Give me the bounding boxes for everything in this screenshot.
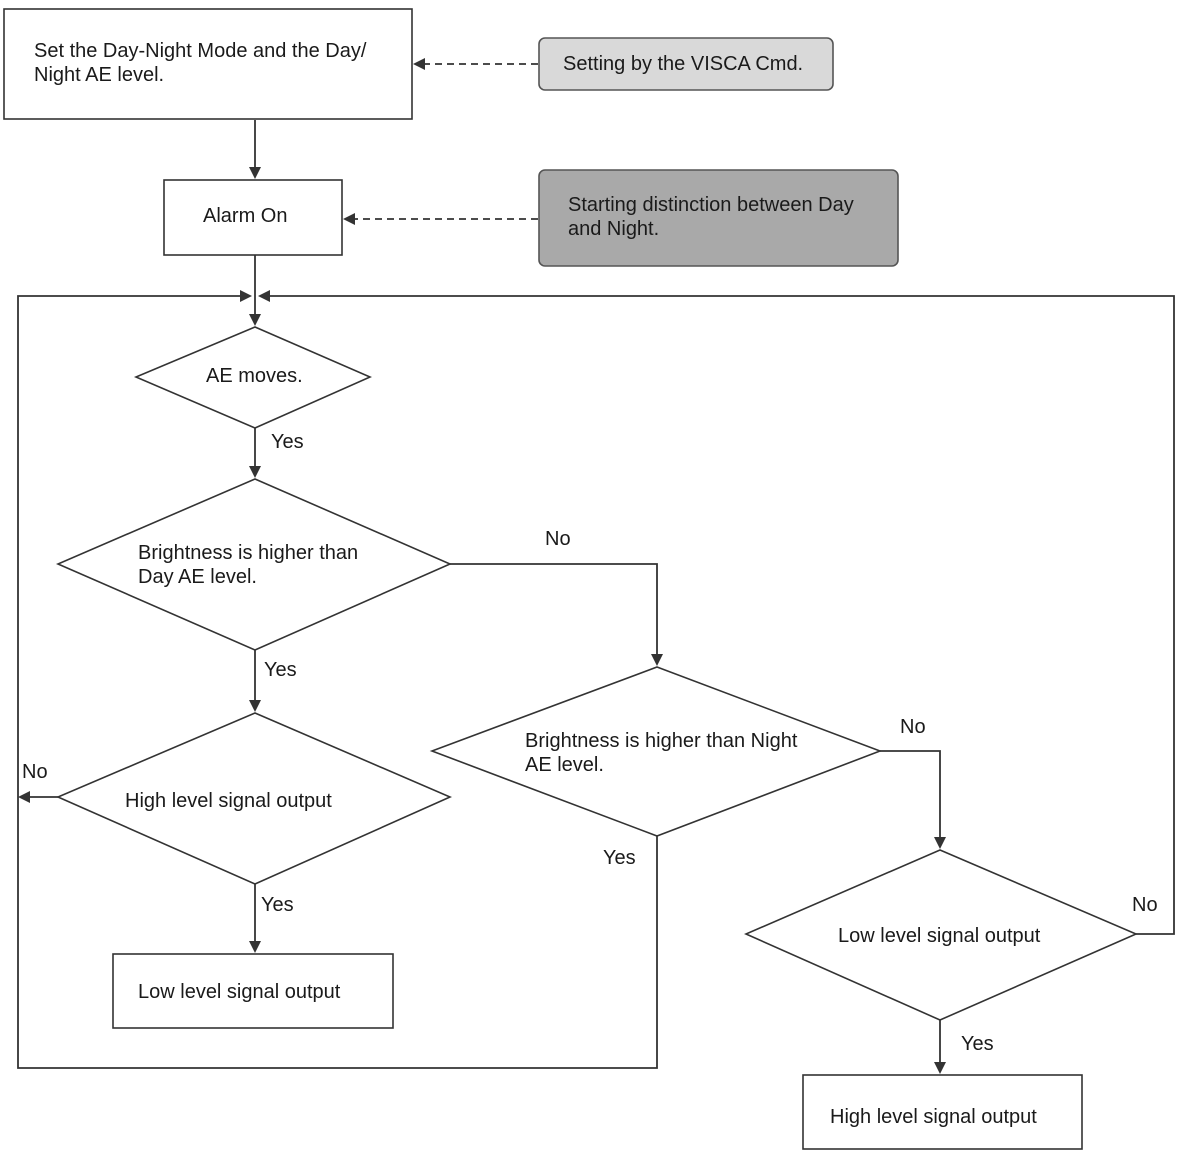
visca-note-text: Setting by the VISCA Cmd. (563, 53, 803, 75)
brightness-night-line2: AE level. (525, 754, 604, 776)
label-night-yes: Yes (603, 847, 636, 869)
set-mode-line2: Night AE level. (34, 64, 164, 86)
label-lowcheck-yes: Yes (961, 1033, 994, 1055)
node-alarm-on: Alarm On (163, 179, 343, 256)
set-mode-line1: Set the Day-Night Mode and the Day/ (34, 40, 367, 62)
label-day-yes: Yes (264, 659, 297, 681)
label-night-no: No (900, 716, 926, 738)
loop-right-return (258, 290, 1175, 935)
low-box-text: Low level signal output (138, 981, 341, 1003)
connectors (17, 58, 1175, 1074)
label-lowcheck-no: No (1132, 894, 1158, 916)
decision-brightness-night: Brightness is higher than Night AE level… (429, 666, 883, 837)
decision-high-output-check: High level signal output (55, 712, 452, 885)
high-box-text: High level signal output (830, 1106, 1037, 1128)
label-ae-yes: Yes (271, 431, 304, 453)
note-distinction: Starting distinction between Day and Nig… (538, 169, 899, 267)
node-set-mode: Set the Day-Night Mode and the Day/ Nigh… (3, 8, 413, 120)
loop-left-return (17, 290, 658, 1069)
connector-day-night (450, 563, 663, 666)
alarm-on-text: Alarm On (203, 205, 287, 227)
label-day-no: No (545, 528, 571, 550)
connector-night-lowcheck (880, 750, 946, 849)
distinction-note-line2: and Night. (568, 218, 659, 240)
decision-brightness-day: Brightness is higher than Day AE level. (55, 478, 452, 651)
node-high-output-box: High level signal output (802, 1074, 1083, 1150)
decision-ae-moves: AE moves. (133, 326, 372, 429)
decision-low-output-check: Low level signal output (744, 849, 1139, 1021)
note-visca: Setting by the VISCA Cmd. (538, 37, 834, 91)
brightness-night-line1: Brightness is higher than Night (525, 730, 798, 752)
edge-labels: Yes No Yes No Yes No Yes No Yes (22, 431, 1158, 1055)
label-highcheck-yes: Yes (261, 894, 294, 916)
brightness-day-line1: Brightness is higher than (138, 542, 358, 564)
node-low-output-box: Low level signal output (112, 953, 394, 1029)
brightness-day-line2: Day AE level. (138, 566, 257, 588)
distinction-note-line1: Starting distinction between Day (568, 194, 854, 216)
ae-moves-text: AE moves. (206, 365, 303, 387)
low-check-text: Low level signal output (838, 925, 1041, 947)
label-highcheck-no: No (22, 761, 48, 783)
high-check-text: High level signal output (125, 790, 332, 812)
